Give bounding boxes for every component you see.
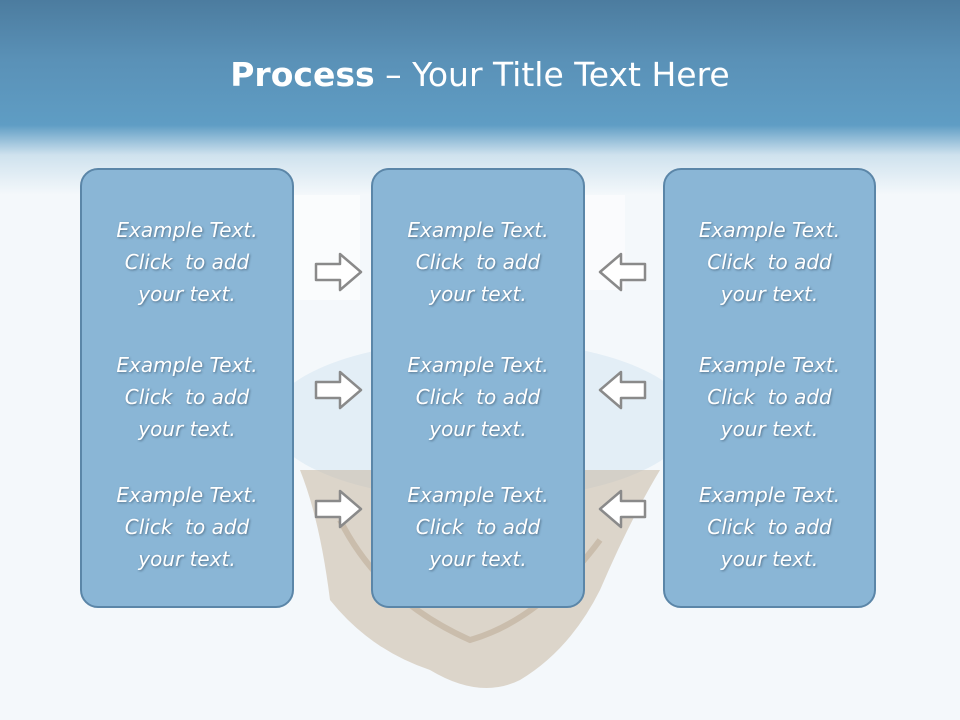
- text-block[interactable]: Example Text. Click to add your text.: [665, 479, 874, 575]
- text-line: Example Text.: [698, 353, 841, 377]
- arrow-left-icon: [597, 488, 647, 530]
- text-line: Click to add: [707, 385, 832, 409]
- text-block[interactable]: Example Text. Click to add your text.: [82, 479, 292, 575]
- text-line: Example Text.: [407, 218, 549, 242]
- text-line: your text.: [429, 417, 527, 441]
- text-line: Example Text.: [407, 483, 549, 507]
- arrow-left-icon: [597, 369, 647, 411]
- panel-center[interactable]: Example Text. Click to add your text. Ex…: [371, 168, 585, 608]
- text-line: Click to add: [124, 385, 250, 409]
- arrow-right-icon: [314, 369, 364, 411]
- text-line: Click to add: [415, 385, 541, 409]
- text-line: your text.: [720, 547, 819, 571]
- text-line: Example Text.: [407, 353, 549, 377]
- text-line: Example Text.: [698, 483, 841, 507]
- text-line: Example Text.: [116, 218, 258, 242]
- text-line: your text.: [138, 282, 236, 306]
- text-line: Click to add: [124, 515, 250, 539]
- text-block[interactable]: Example Text. Click to add your text.: [373, 479, 583, 575]
- text-line: your text.: [138, 547, 236, 571]
- text-line: Example Text.: [116, 353, 258, 377]
- text-block[interactable]: Example Text. Click to add your text.: [82, 214, 292, 310]
- text-line: your text.: [720, 282, 819, 306]
- text-line: your text.: [429, 547, 527, 571]
- title-bold: Process: [230, 55, 375, 94]
- text-line: Click to add: [707, 515, 832, 539]
- text-block[interactable]: Example Text. Click to add your text.: [373, 349, 583, 445]
- text-block[interactable]: Example Text. Click to add your text.: [665, 349, 874, 445]
- text-block[interactable]: Example Text. Click to add your text.: [373, 214, 583, 310]
- text-block[interactable]: Example Text. Click to add your text.: [82, 349, 292, 445]
- text-line: Click to add: [124, 250, 250, 274]
- arrow-left-icon: [597, 251, 647, 293]
- header-band: Process – Your Title Text Here: [0, 0, 960, 195]
- title-rest: – Your Title Text Here: [374, 55, 730, 94]
- text-line: your text.: [720, 417, 819, 441]
- text-line: Click to add: [415, 515, 541, 539]
- text-line: your text.: [138, 417, 236, 441]
- panel-right[interactable]: Example Text. Click to add your text. Ex…: [663, 168, 876, 608]
- text-line: Example Text.: [698, 218, 841, 242]
- text-line: Click to add: [415, 250, 541, 274]
- arrow-right-icon: [314, 488, 364, 530]
- arrow-right-icon: [314, 251, 364, 293]
- text-block[interactable]: Example Text. Click to add your text.: [665, 214, 874, 310]
- panel-left[interactable]: Example Text. Click to add your text. Ex…: [80, 168, 294, 608]
- text-line: Click to add: [707, 250, 832, 274]
- text-line: Example Text.: [116, 483, 258, 507]
- slide-title[interactable]: Process – Your Title Text Here: [0, 52, 960, 98]
- text-line: your text.: [429, 282, 527, 306]
